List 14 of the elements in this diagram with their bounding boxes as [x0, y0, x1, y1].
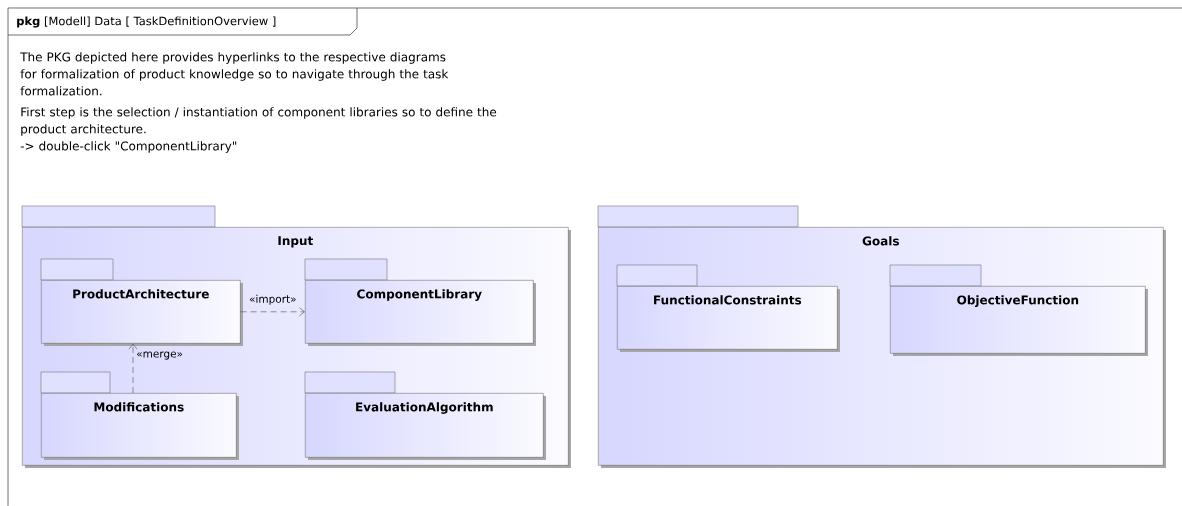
package-box: ComponentLibrary — [304, 258, 536, 346]
package-box: EvaluationAlgorithm — [304, 371, 546, 460]
package-box: ObjectiveFunction — [889, 264, 1148, 356]
arrow — [240, 307, 305, 317]
edge-label: «import» — [249, 294, 296, 305]
package-box: Modifications — [40, 371, 239, 460]
package-box: ProductArchitecture — [40, 258, 243, 346]
package-box: FunctionalConstraints — [616, 264, 840, 352]
edge-label: «merge» — [137, 351, 183, 360]
note-text: -> double-click "ComponentLibrary" — [20, 141, 237, 153]
note-text: First step is the selection / instantiation of component libraries so to define the product architecture. — [21, 107, 497, 136]
arrow — [128, 343, 138, 394]
frame-header: pkg [Modell] Data [ TaskDefinitionOverview ] — [7, 7, 358, 36]
note-text: The PKG depicted here provides hyperlinks to the respective diagrams for formalization of product knowledge so to navigate through the task formalization. — [20, 52, 449, 96]
